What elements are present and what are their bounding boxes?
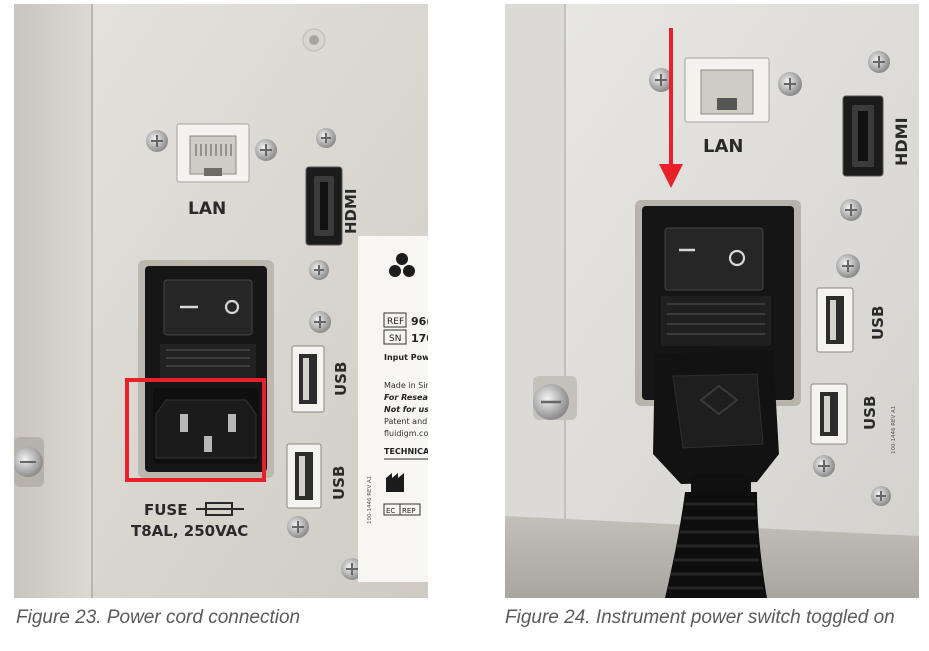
hdmi-port (842, 51, 890, 177)
svg-text:100-1446 REV A1: 100-1446 REV A1 (367, 476, 373, 524)
power-module (138, 260, 274, 478)
manufacturer-icon (386, 473, 404, 492)
hdmi-label: HDMI (892, 117, 911, 166)
usb-bottom-label: USB (330, 466, 348, 500)
figure-23-caption: Figure 23. Power cord connection (16, 607, 301, 628)
power-cord-connection-photo: LAN HDMI USB (14, 4, 428, 598)
power-switch-on-photo: LAN HDMI USB (505, 4, 919, 598)
revision-label: 100-1446 REV A1 (891, 406, 897, 454)
product-label-sticker: REF 96( SN 170 Input Pow Made in Sin For… (358, 236, 428, 582)
lan-label: LAN (188, 199, 226, 219)
svg-text:Made in Sin: Made in Sin (384, 381, 428, 390)
svg-text:96(: 96( (411, 315, 428, 328)
usb-top-label: USB (869, 306, 887, 340)
thumbscrew-knob (14, 437, 44, 487)
svg-text:170: 170 (411, 332, 428, 345)
figure-24: LAN HDMI USB (505, 4, 919, 598)
thumbscrew-knob (533, 376, 577, 420)
svg-text:fluidigm.com: fluidigm.com (384, 429, 428, 438)
instrument-rear-panel-illustration: LAN HDMI USB (14, 4, 428, 598)
instrument-power-switch-illustration: LAN HDMI USB (505, 4, 919, 598)
down-arrow-icon (659, 28, 683, 188)
usb-port-top (291, 345, 325, 413)
fuse-rating-label: T8AL, 250VAC (131, 522, 248, 540)
fuse-label: FUSE (144, 501, 187, 519)
usb-bottom-label: USB (861, 396, 879, 430)
svg-text:Not for use: Not for use (384, 405, 428, 414)
usb-top-label: USB (332, 362, 350, 396)
switch-on-mark (224, 299, 240, 315)
svg-text:EC: EC (386, 507, 395, 515)
power-rocker-switch[interactable] (664, 227, 764, 291)
brand-logo-icon (389, 253, 415, 277)
fuse-icon (196, 502, 244, 516)
svg-text:Input Pow: Input Pow (384, 353, 428, 362)
hdmi-label: HDMI (342, 188, 360, 234)
usb-port-bottom (810, 383, 848, 445)
svg-text:REF: REF (387, 317, 404, 327)
switch-on-mark (728, 249, 746, 267)
power-cord-plug (653, 350, 779, 598)
figure-24-caption: Figure 24. Instrument power switch toggl… (505, 607, 895, 628)
power-inlet-highlight (125, 378, 266, 482)
lan-port (146, 123, 277, 183)
svg-text:For Researc: For Researc (384, 393, 428, 402)
svg-text:Patent and l: Patent and l (384, 417, 428, 426)
hdmi-port (305, 128, 343, 246)
usb-port-top (816, 287, 854, 353)
usb-port-bottom (286, 443, 322, 509)
lan-label: LAN (703, 136, 743, 157)
figure-23: LAN HDMI USB (14, 4, 428, 598)
svg-text:TECHNICAL: TECHNICAL (384, 447, 428, 456)
lan-port (649, 57, 802, 123)
svg-text:REP: REP (402, 507, 416, 515)
svg-text:SN: SN (389, 334, 401, 344)
